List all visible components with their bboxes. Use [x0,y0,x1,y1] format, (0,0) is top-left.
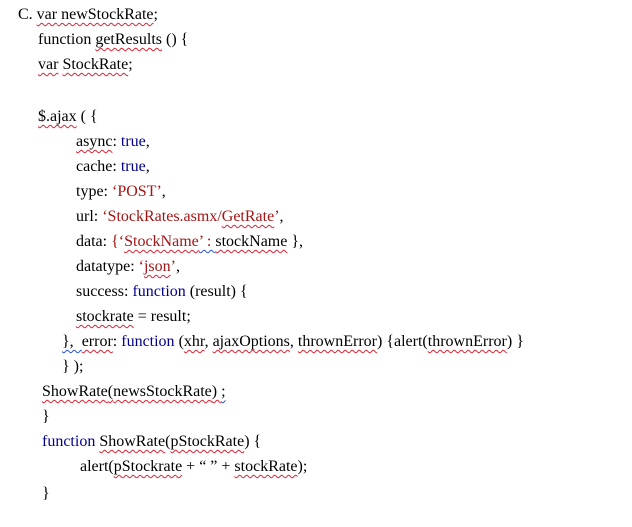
code-line-9: data: {‘StockName’ : stockName }, [76,233,303,251]
code-token: data: [76,233,112,250]
code-token: cache: [76,158,121,175]
code-token: ) { [244,433,262,450]
code-token: $.ajax [38,108,77,125]
code-line-3: var StockRate; [38,56,133,74]
code-token: alert( [80,458,114,475]
code-line-14: } ); [62,358,83,376]
code-token: var [38,56,59,73]
code-token: url: [76,208,103,225]
code-token: pStockRate [170,433,245,450]
code-line-8: url: ‘StockRates.asmx/GetRate’, [76,208,284,226]
code-token: (result) { [185,283,248,300]
code-token: ’ : [198,233,216,250]
code-line-17: function ShowRate(pStockRate) { [42,433,261,451]
code-token: ; [153,6,158,23]
code-token: GetRate [221,208,275,225]
code-token: ‘StockRates.asmx/ [102,208,222,225]
code-token: thrownError [427,333,507,350]
code-line-10: datatype: ‘json’, [76,258,180,276]
code-token: , [289,333,298,350]
code-token: stockrate [76,308,134,325]
code-token: xhr [183,333,205,350]
code-token: stockName [215,233,288,250]
code-token: ; [128,56,133,73]
code-token: ( { [76,108,98,125]
code-token: , [145,158,150,175]
code-line-18: alert(pStockrate + “ ” + stockRate); [80,458,307,476]
code-line-19: } [42,485,50,503]
code-token: : [112,133,121,150]
code-token: ( [165,433,171,450]
code-line-7: type: ‘POST’, [76,183,166,201]
code-token: ( [174,333,184,350]
code-token: , [204,333,213,350]
code-token: function [121,333,175,350]
code-token: pStockrate [113,458,183,475]
option-label: C. [18,6,37,23]
code-token: , [161,183,166,200]
code-token: datatype: [76,258,139,275]
code-token: , [279,208,284,225]
code-token: function [42,433,100,450]
code-token: json [143,258,171,275]
code-token: thrownError [297,333,377,350]
code-token: ) [211,383,222,400]
code-line-1: C. var newStockRate; [18,6,158,24]
code-line-5: async: true, [76,133,150,151]
code-token: } ); [62,358,84,375]
code-token: } [42,485,50,502]
code-line-11: success: function (result) { [76,283,248,301]
code-token: newsStockRate [113,383,212,400]
code-token: + “ ” + [182,458,235,475]
code-token: success: [76,283,133,300]
code-line-2: function getResults () { [38,31,188,49]
code-token: true [120,133,146,150]
code-token: newStockRate [57,6,154,23]
code-line-16: } [42,408,50,426]
code-line-15: ShowRate(newsStockRate) ; [42,383,226,401]
code-token: }, [287,233,304,250]
code-token: function [38,31,96,48]
code-token: var [36,6,58,23]
code-token: }, [62,333,82,350]
code-token: , [175,258,180,275]
code-token: true [120,158,146,175]
code-line-6: cache: true, [76,158,150,176]
code-token: ) } [506,333,524,350]
code-token: , [145,133,150,150]
code-token: stockRate [234,458,298,475]
code-token: ajaxOptions [212,333,290,350]
code-token: {‘ [111,233,125,250]
code-token: getResults [95,31,162,48]
code-token: ; [221,383,226,400]
code-token: type: [76,183,112,200]
code-line-13: }, error: function (xhr, ajaxOptions, th… [62,333,524,351]
code-token: async [76,133,113,150]
code-token: ’ [170,258,176,275]
code-token: ‘POST’ [112,183,162,200]
code-token: ); [297,458,308,475]
code-token: ’ [274,208,280,225]
code-line-12: stockrate = result; [76,308,191,326]
code-token: error [81,333,113,350]
code-token: StockRate [62,56,129,73]
code-token: () { [162,31,189,48]
code-token: ‘ [138,258,144,275]
code-token: ShowRate [42,383,108,400]
code-token: function [132,283,186,300]
code-token: StockName [124,233,199,250]
code-line-4: $.ajax ( { [38,108,98,126]
code-token: } [42,408,50,425]
code-token: ( [107,383,114,400]
code-token: ShowRate [99,433,166,450]
code-token: : [112,333,122,350]
code-token: = result; [133,308,191,325]
code-token: ) {alert( [377,333,428,350]
